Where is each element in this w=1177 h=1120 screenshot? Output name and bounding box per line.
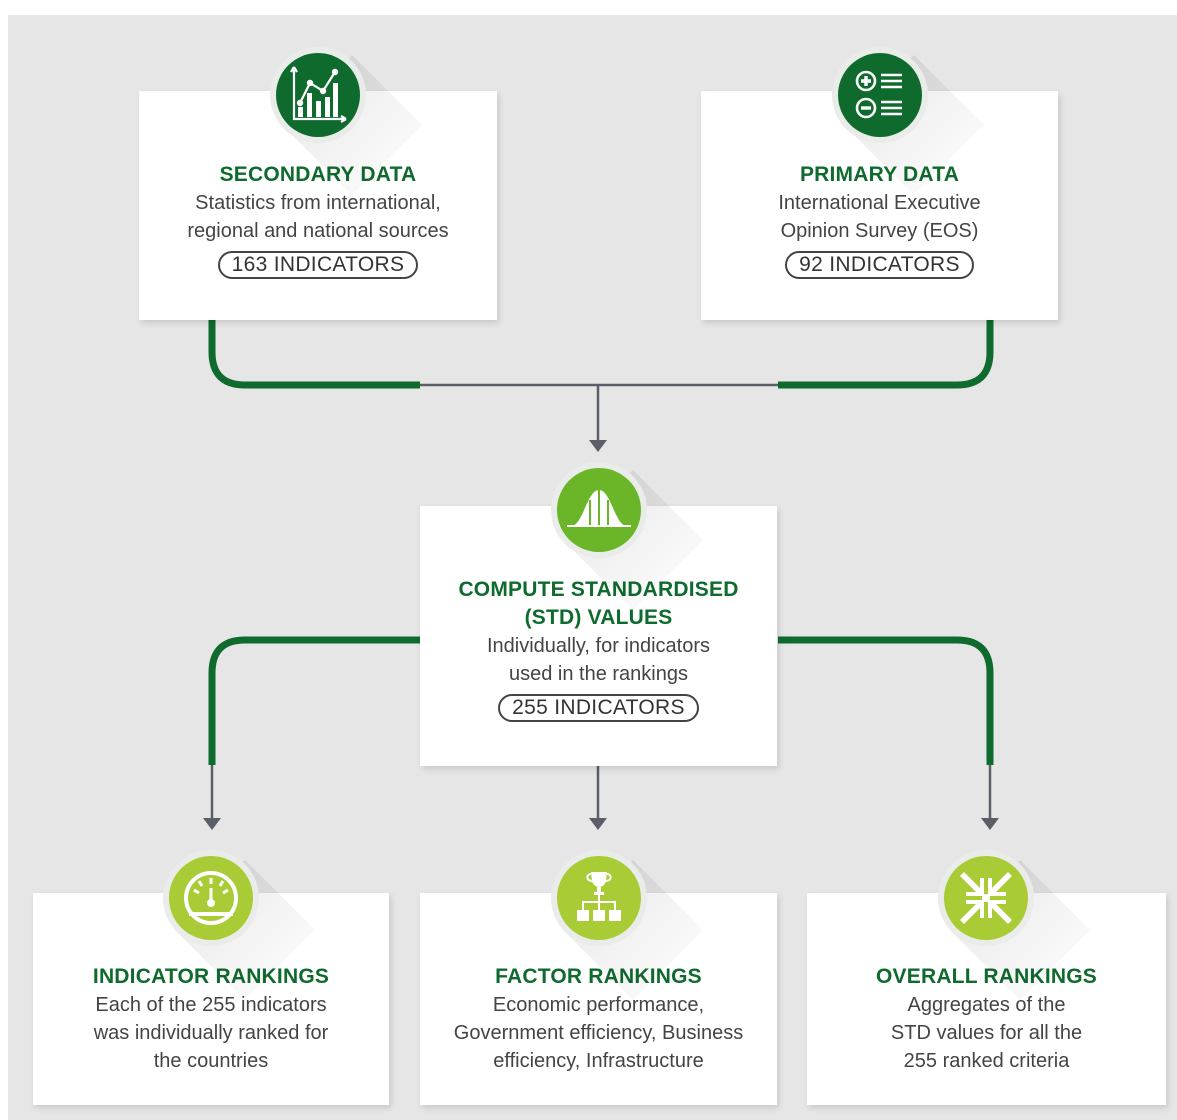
connector-overall — [778, 636, 994, 765]
arrow-to-indicator — [203, 818, 221, 830]
primary-data-line-2: Opinion Survey (EOS) — [780, 220, 979, 242]
indicator-rankings-line-3: the countries — [153, 1050, 269, 1072]
compute-std-line-1: Individually, for indicators — [486, 635, 711, 657]
factor-rankings-line-2: Government efficiency, Business — [453, 1022, 744, 1044]
compute-std-title-1: COMPUTE STANDARDISED — [458, 578, 739, 601]
arrow-to-factor — [589, 818, 607, 830]
converging-arrows-icon — [936, 848, 1036, 948]
connector-secondary — [208, 320, 420, 389]
secondary-data-line-2: regional and national sources — [187, 220, 449, 242]
bell-curve-icon — [549, 460, 649, 560]
secondary-data-count: 163 INDICATORS — [217, 251, 419, 279]
primary-data-count: 92 INDICATORS — [785, 251, 974, 279]
secondary-data-card: SECONDARY DATA Statistics from internati… — [139, 91, 497, 320]
overall-rankings-line-1: Aggregates of the — [907, 994, 1066, 1016]
primary-data-title: PRIMARY DATA — [799, 163, 960, 186]
indicator-rankings-title: INDICATOR RANKINGS — [92, 965, 330, 988]
overall-rankings-line-2: STD values for all the — [890, 1022, 1083, 1044]
factor-rankings-line-3: efficiency, Infrastructure — [493, 1050, 704, 1072]
compute-std-count: 255 INDICATORS — [498, 694, 699, 722]
arrow-to-overall — [981, 818, 999, 830]
connector-primary — [778, 320, 994, 389]
bar-chart-trend-icon — [268, 45, 368, 145]
overall-rankings-line-3: 255 ranked criteria — [903, 1050, 1070, 1072]
secondary-data-line-1: Statistics from international, — [195, 192, 441, 214]
connector-indicator — [208, 636, 420, 765]
indicator-rankings-line-2: was individually ranked for — [93, 1022, 329, 1044]
plus-minus-list-icon — [830, 45, 930, 145]
factor-rankings-line-1: Economic performance, — [492, 994, 705, 1016]
overall-rankings-title: OVERALL RANKINGS — [876, 965, 1097, 988]
gauge-icon — [161, 848, 261, 948]
secondary-data-title: SECONDARY DATA — [219, 163, 417, 186]
compute-std-line-2: used in the rankings — [508, 663, 688, 685]
indicator-rankings-line-1: Each of the 255 indicators — [95, 994, 327, 1016]
factor-rankings-title: FACTOR RANKINGS — [495, 965, 702, 988]
primary-data-line-1: International Executive — [778, 192, 981, 214]
compute-std-title-2: (STD) VALUES — [524, 606, 673, 629]
trophy-hierarchy-icon — [549, 848, 649, 948]
